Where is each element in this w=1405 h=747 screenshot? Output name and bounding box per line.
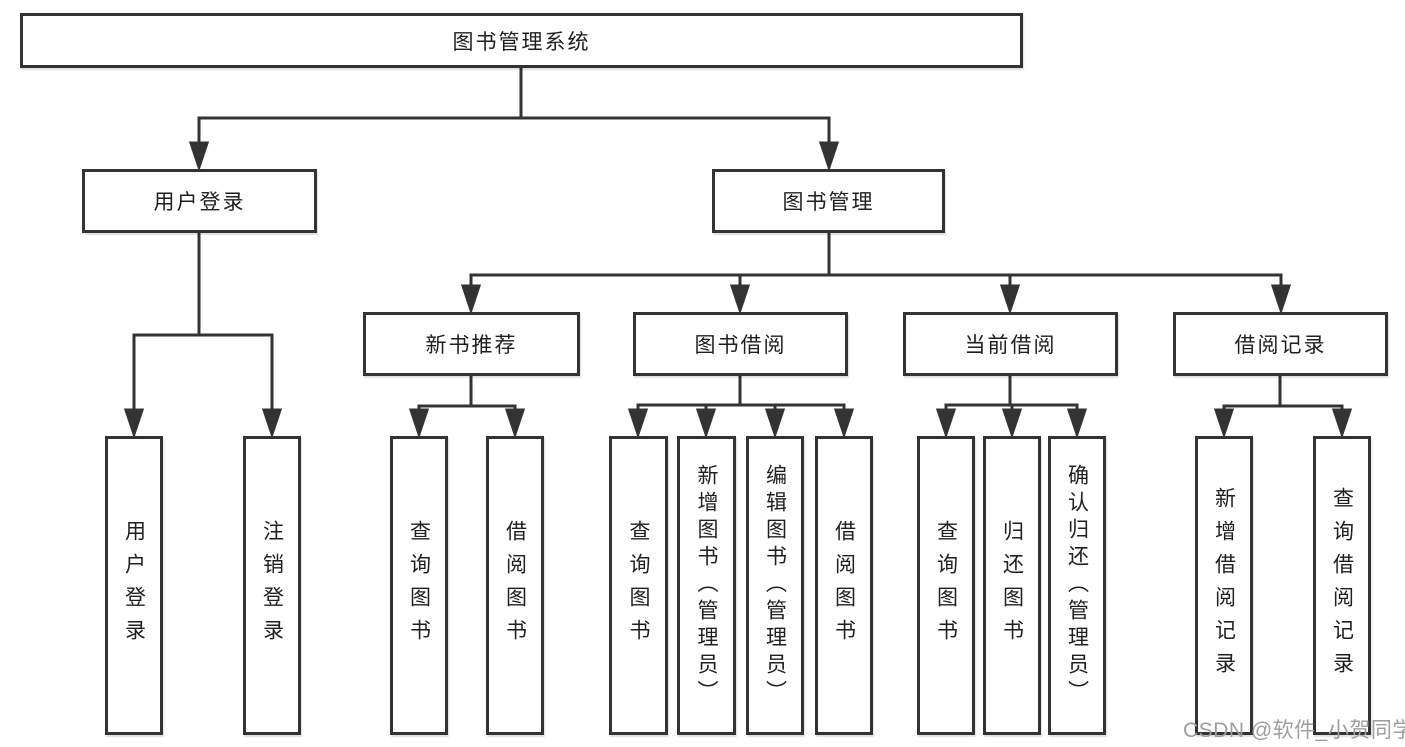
leaf-query-book-current: 查询图书 bbox=[917, 436, 975, 735]
node-book-borrow: 图书借阅 bbox=[633, 312, 848, 376]
leaf-borrow-book-recommend: 借阅图书 bbox=[486, 436, 544, 735]
node-book-management: 图书管理 bbox=[712, 169, 945, 233]
leaf-add-book-admin: 新增图书（管理员） bbox=[677, 436, 736, 735]
leaf-return-book: 归还图书 bbox=[983, 436, 1041, 735]
connector-trunk-lines bbox=[132, 66, 1344, 408]
leaf-query-borrow-record: 查询借阅记录 bbox=[1313, 436, 1371, 735]
leaf-borrow-book: 借阅图书 bbox=[815, 436, 873, 735]
leaf-add-borrow-record: 新增借阅记录 bbox=[1195, 436, 1253, 735]
csdn-watermark: CSDN @软件_小贺同学 bbox=[1183, 719, 1405, 742]
leaf-confirm-return-admin: 确认归还（管理员） bbox=[1048, 436, 1106, 735]
leaf-user-login: 用户登录 bbox=[105, 436, 163, 735]
node-root-library-system: 图书管理系统 bbox=[20, 13, 1023, 68]
leaf-edit-book-admin: 编辑图书（管理员） bbox=[746, 436, 804, 735]
leaf-query-book-recommend: 查询图书 bbox=[390, 436, 448, 735]
leaf-query-book-borrow: 查询图书 bbox=[609, 436, 668, 735]
node-current-borrow: 当前借阅 bbox=[903, 312, 1118, 376]
arrowheads bbox=[123, 118, 1353, 439]
node-borrow-record: 借阅记录 bbox=[1173, 312, 1388, 376]
leaf-logout-login: 注销登录 bbox=[243, 436, 301, 735]
node-new-book-recommend: 新书推荐 bbox=[363, 312, 580, 376]
node-user-login: 用户登录 bbox=[82, 169, 317, 233]
